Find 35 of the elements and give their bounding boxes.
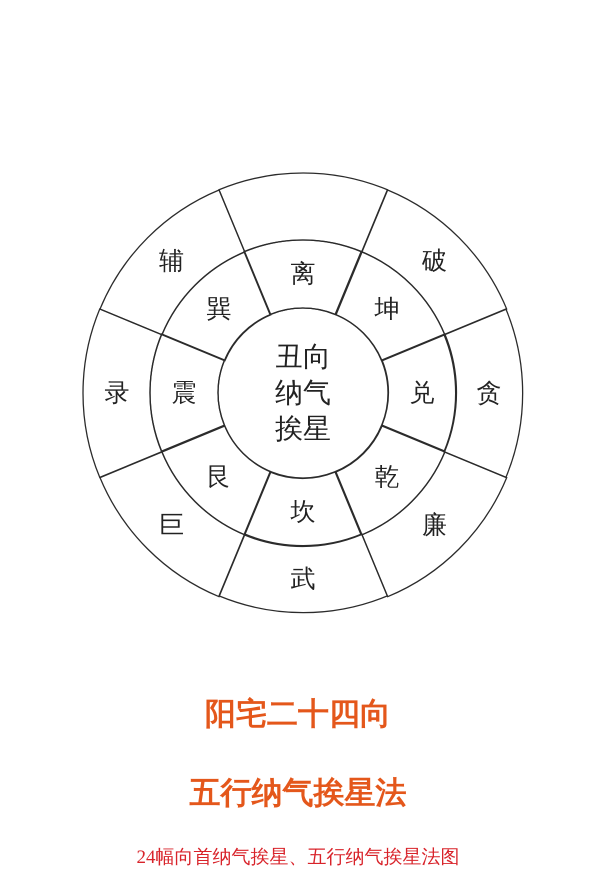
ring-segment: [98, 188, 246, 336]
ring-label: 廉: [422, 510, 448, 540]
ring-label: 艮: [206, 462, 232, 492]
ring-label: 巽: [206, 294, 232, 324]
ring-segment: [98, 450, 246, 598]
ring-label: 武: [290, 564, 316, 594]
ring-label: 乾: [374, 462, 400, 492]
ring-segment: [218, 533, 388, 614]
center-text: 丑向纳气挨星: [275, 340, 331, 446]
ring-segment: [334, 424, 446, 536]
ring-segment: [149, 333, 226, 453]
ring-segment: [243, 239, 363, 316]
ring-segment: [334, 250, 446, 362]
ring-segment: [360, 450, 508, 598]
ring-segment: [360, 188, 508, 336]
ring-label: 坤: [374, 294, 400, 324]
title: 阳宅二十四向: [205, 695, 391, 733]
ring-label: 辅: [158, 246, 184, 276]
ring-label: 贪: [476, 378, 502, 408]
ring-segment: [160, 424, 272, 536]
ring-label: 震: [172, 378, 196, 408]
ring-label: 破: [422, 246, 448, 276]
ring-segment: [160, 250, 272, 362]
ring-segment: [243, 470, 363, 547]
caption: 24幅向首纳气挨星、五行纳气挨星法图: [136, 846, 460, 870]
ring-label: 巨: [158, 510, 184, 540]
ring-segment: [443, 308, 524, 478]
subtitle: 五行纳气挨星法: [190, 774, 406, 812]
ring-label: 录: [104, 378, 130, 408]
ring-segment: [82, 308, 163, 478]
ring-label: 离: [290, 259, 316, 289]
ring-label: 兑: [409, 378, 434, 408]
ring-segment: [380, 333, 457, 453]
ring-label: 坎: [290, 496, 316, 527]
ring-segment: [218, 172, 388, 253]
